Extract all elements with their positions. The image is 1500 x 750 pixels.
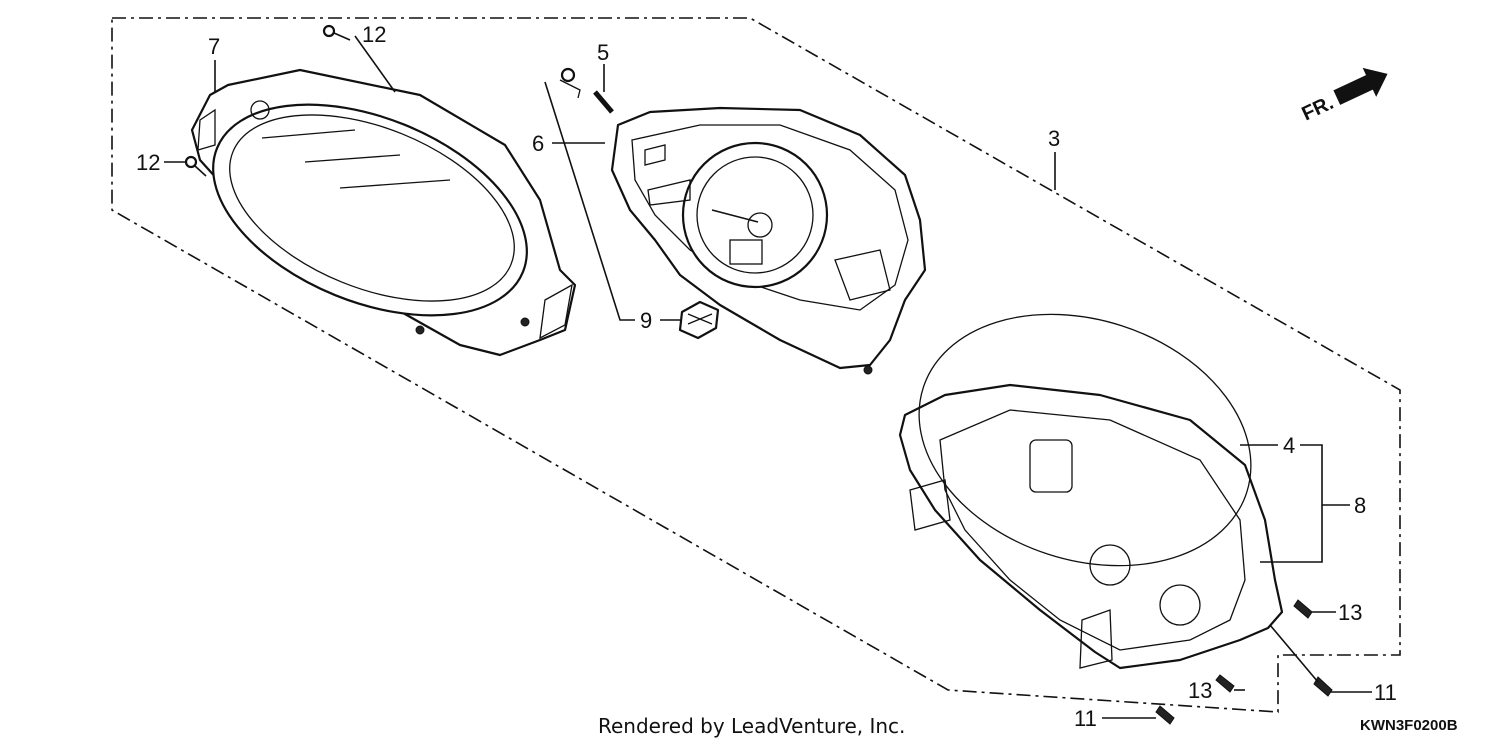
meter-panel[interactable]: [610, 106, 927, 375]
diagram-code: KWN3F0200B: [1360, 717, 1458, 734]
screw-11-right[interactable]: [1313, 676, 1333, 697]
callout-5: 5: [597, 40, 609, 65]
render-credit: Rendered by LeadVenture, Inc.: [598, 714, 905, 738]
callout-12-left: 12: [136, 150, 160, 175]
screw-12-top[interactable]: [322, 24, 351, 41]
screw-13-lower[interactable]: [1215, 674, 1235, 693]
callout-11-lower: 11: [1074, 706, 1097, 731]
callout-13-lower: 13: [1188, 678, 1212, 703]
callout-6: 6: [532, 131, 544, 156]
bulb-socket[interactable]: [678, 300, 720, 340]
screw-11-lower[interactable]: [1155, 705, 1175, 725]
front-arrow-icon: [1333, 67, 1388, 105]
front-direction-marker: FR.: [1299, 67, 1388, 126]
grommet-top[interactable]: [559, 67, 581, 99]
leader-lines: [164, 35, 1372, 719]
callout-13-right: 13: [1338, 600, 1362, 625]
meter-case-with-gasket[interactable]: [886, 273, 1284, 670]
meter-lens-cover[interactable]: [183, 63, 577, 357]
callout-11-right: 11: [1374, 680, 1397, 705]
callout-12-top: 12: [362, 22, 386, 47]
screw-13-right[interactable]: [1293, 599, 1313, 619]
callout-8: 8: [1354, 493, 1366, 518]
front-label: FR.: [1299, 92, 1337, 126]
callout-7: 7: [208, 34, 220, 59]
callout-4: 4: [1283, 433, 1295, 458]
screw-5[interactable]: [593, 90, 614, 114]
callout-3: 3: [1048, 126, 1060, 151]
callout-9: 9: [640, 308, 652, 333]
